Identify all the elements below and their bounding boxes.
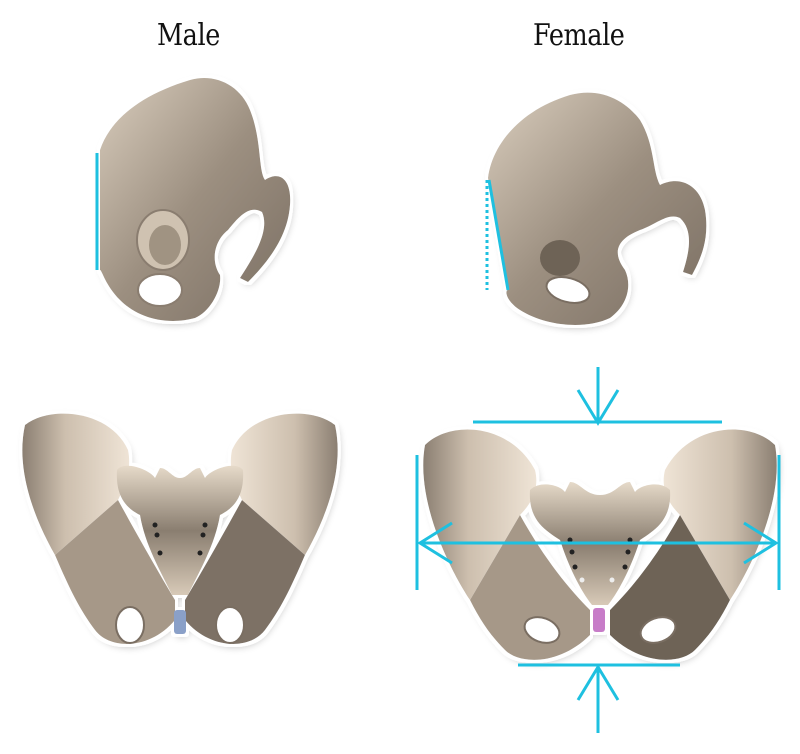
male-pubic-symphysis [174, 610, 186, 634]
male-lateral-pelvis [100, 78, 291, 321]
female-label: Female [533, 18, 625, 53]
right-arrow-head-icon [743, 521, 779, 565]
bottom-arrow-head-icon [576, 664, 620, 701]
male-anterior-pelvis [22, 413, 338, 644]
left-arrow-head-icon [417, 521, 453, 565]
male-label: Male [157, 18, 220, 53]
female-anterior-pelvis [423, 429, 777, 660]
female-measurement-arrows [415, 367, 781, 733]
female-pubic-symphysis [593, 608, 605, 632]
female-lateral-pelvis [488, 92, 707, 325]
female-pubic-angle-line [487, 179, 510, 291]
